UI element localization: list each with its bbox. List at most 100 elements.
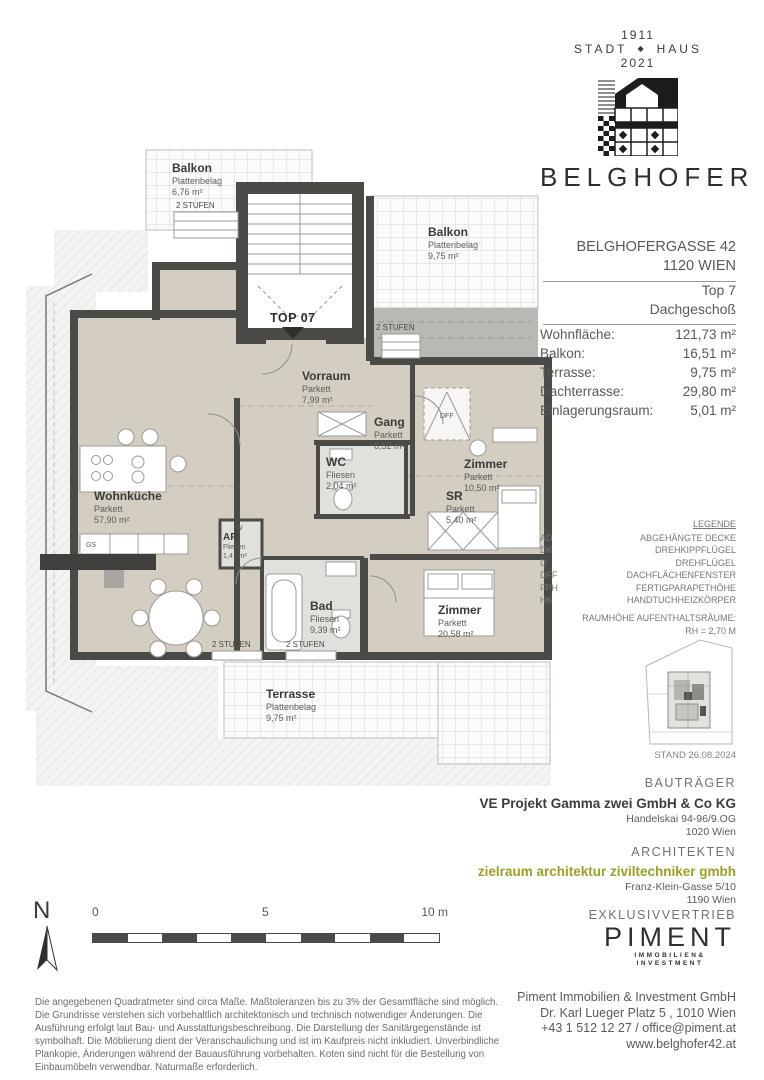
legend-value: DREHFLÜGEL [675, 557, 736, 568]
diamond-icon: ◆ [637, 44, 647, 53]
svg-text:6,52 m²: 6,52 m² [374, 441, 405, 451]
room-label-zimmer-klein: Zimmer Parkett 10,50 m² [464, 457, 508, 493]
unit-info: Top 7 Dachgeschoß [540, 281, 736, 319]
svg-text:Gang: Gang [374, 415, 405, 429]
legend-value: DACHFLÄCHENFENSTER [626, 570, 736, 580]
area-table: Wohnfläche:121,73 m² Balkon:16,51 m² Ter… [540, 325, 736, 420]
svg-text:Fliesen: Fliesen [326, 470, 355, 480]
svg-text:Zimmer: Zimmer [464, 457, 508, 471]
area-label: Dachterrasse: [540, 384, 625, 399]
svg-text:Balkon: Balkon [428, 225, 468, 239]
dff-label: DFF [440, 413, 454, 420]
svg-text:10,50 m²: 10,50 m² [464, 483, 500, 493]
distribution-address: Dr. Karl Lueger Platz 5 , 1010 Wien [540, 1005, 736, 1020]
svg-text:9,75 m²: 9,75 m² [428, 251, 459, 261]
north-letter: N [33, 897, 51, 924]
piment-sub1: IMMOBILIEN& [634, 952, 706, 959]
svg-text:Vorraum: Vorraum [302, 369, 350, 383]
architects-name: zielraum architektur ziviltechniker gmbh [477, 864, 736, 879]
room-height-line2: RH = 2,70 M [685, 625, 736, 636]
svg-text:Zimmer: Zimmer [438, 603, 482, 617]
north-arrow-icon [37, 926, 58, 972]
legend-key: DK [540, 545, 553, 555]
svg-text:SR: SR [446, 489, 463, 503]
svg-text:Fliesen: Fliesen [310, 614, 339, 624]
w-label: W [236, 525, 243, 532]
area-label: Balkon: [540, 346, 586, 361]
legend-value: ABGEHÄNGTE DECKE [639, 532, 736, 543]
svg-text:Terrasse: Terrasse [266, 687, 315, 701]
site-plan-icon [645, 639, 733, 745]
developer-address: Handelskai 94-96/9.OG 1020 Wien [540, 813, 736, 839]
scale-bar: 0 5 10 m [92, 905, 448, 943]
scale-5: 5 [262, 905, 269, 919]
room-height-line1: RAUMHÖHE AUFENTHALTSRÄUME: [582, 613, 736, 623]
distribution-phone-email: +43 1 512 12 27 / office@piment.at [541, 1021, 736, 1035]
legend-value: HANDTUCHHEIZKÖRPER [626, 595, 736, 605]
stufen-label-4: 2 STUFEN [286, 640, 325, 649]
stufen-label-2: 2 STUFEN [376, 323, 415, 332]
developer-address1: Handelskai 94-96/9.OG [626, 813, 736, 825]
project-address: BELGHOFERGASSE 42 1120 WIEN [540, 238, 736, 276]
developer-heading: BAUTRÄGER [644, 776, 736, 790]
svg-text:Bad: Bad [310, 599, 333, 613]
furniture [40, 343, 541, 658]
disclaimer-text: Die angegebenen Quadratmeter sind circa … [35, 997, 500, 1073]
distribution-company: Piment Immobilien & Investment GmbH [517, 990, 736, 1004]
divider [543, 281, 736, 282]
room-label-bad: Bad Fliesen 9,39 m² [310, 599, 341, 635]
architects-address2: 1190 Wien [686, 894, 736, 906]
svg-text:Parkett: Parkett [94, 504, 123, 514]
svg-text:9,75 m²: 9,75 m² [266, 713, 297, 723]
area-value: 16,51 m² [682, 346, 736, 361]
svg-text:1,41 m²: 1,41 m² [223, 553, 247, 560]
area-row: Einlagerungsraum:5,01 m² [540, 401, 736, 420]
scale-bar-segments [92, 933, 440, 943]
legend-row: D DREHFLÜGEL [540, 557, 736, 570]
svg-text:9,39 m²: 9,39 m² [310, 625, 341, 635]
gs-label: GS [86, 542, 96, 549]
legend-row: HK HANDTUCHHEIZKÖRPER [540, 594, 736, 607]
scale-0: 0 [92, 905, 99, 919]
svg-text:20,58 m²: 20,58 m² [438, 629, 474, 639]
legend-key: D [540, 557, 547, 568]
svg-text:WC: WC [326, 455, 346, 469]
piment-wordmark: PIMENT [603, 922, 736, 952]
area-value: 9,75 m² [690, 365, 736, 380]
legend-row: AD ABGEHÄNGTE DECKE [540, 532, 736, 545]
svg-text:5,40 m²: 5,40 m² [446, 515, 477, 525]
stufen-label-3: 2 STUFEN [212, 640, 251, 649]
room-label-wc: WC Fliesen 2,04 m² [326, 455, 357, 491]
house-logo-icon [598, 78, 678, 156]
area-row: Terrasse: 9,75 m² [540, 363, 736, 382]
svg-text:Wohnküche: Wohnküche [94, 489, 162, 503]
room-label-balkon-topleft: Balkon Plattenbelag 6,76 m² [172, 161, 222, 197]
logo-year-bottom: 2021 [620, 56, 656, 70]
area-label: Wohnfläche: [540, 327, 615, 342]
architects-heading: ARCHITEKTEN [631, 845, 736, 859]
svg-text:Balkon: Balkon [172, 161, 212, 175]
legend-key: HK [540, 595, 553, 605]
svg-text:7,99 m²: 7,99 m² [302, 395, 333, 405]
top-label: TOP 07 [270, 311, 316, 325]
divider [543, 324, 736, 325]
distribution-website[interactable]: www.belghofer42.at [626, 1036, 736, 1051]
distribution-contact: Piment Immobilien & Investment GmbH Dr. … [517, 990, 736, 1052]
area-value: 5,01 m² [690, 403, 736, 418]
scale-10: 10 m [421, 905, 448, 919]
unit-floor: Dachgeschoß [649, 301, 736, 317]
area-label: Terrasse: [540, 365, 596, 380]
svg-text:Plattenbelag: Plattenbelag [428, 240, 478, 250]
room-label-ar: AR Fliesen 1,41 m² [223, 532, 247, 560]
brand-wordmark: BELGHOFER [540, 162, 755, 192]
legend-title: LEGENDE [692, 519, 736, 529]
architects-address1: Franz-Klein-Gasse 5/10 [625, 881, 736, 893]
floor-plan: TOP 07 [26, 149, 552, 786]
room-height-note: RAUMHÖHE AUFENTHALTSRÄUME: RH = 2,70 M [540, 612, 736, 637]
room-label-balkon-right: Balkon Plattenbelag 9,75 m² [428, 225, 478, 261]
logo-year-top: 1911 [621, 28, 655, 42]
legend-key: AD [540, 532, 553, 543]
stair-core: TOP 07 [236, 182, 364, 340]
